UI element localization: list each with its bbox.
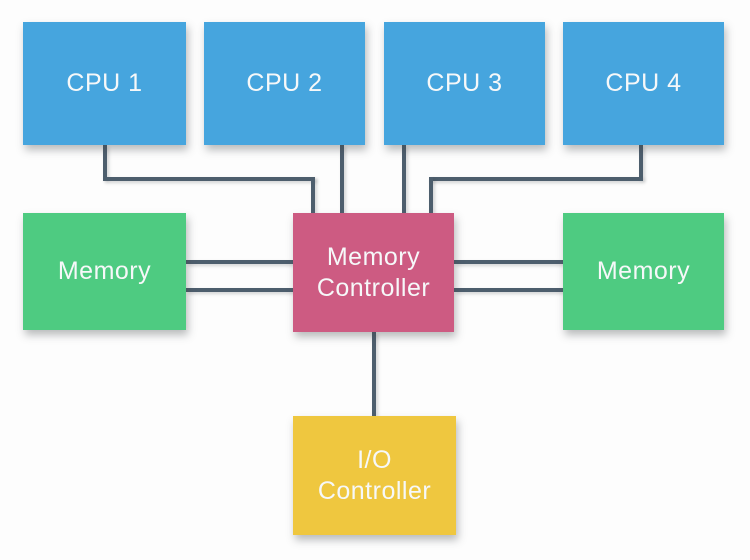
node-memory-right: Memory [563,213,724,330]
node-cpu2: CPU 2 [204,22,365,145]
node-memory-left-label: Memory [57,257,152,285]
edge-memory-right-channel-1 [454,260,563,264]
edge-cpu1-memory-controller-segment [103,145,107,179]
node-cpu1-label: CPU 1 [66,69,143,97]
node-io-controller-label: I/O Controller [317,445,432,505]
node-memory-left: Memory [23,213,186,330]
node-memory-right-label: Memory [596,257,691,285]
edge-memory-left-channel-2 [186,288,293,292]
edge-cpu1-memory-controller-segment [103,177,315,181]
edge-cpu4-memory-controller-segment [429,177,643,181]
node-cpu3: CPU 3 [384,22,545,145]
node-cpu1: CPU 1 [23,22,186,145]
edge-memory-controller-io-controller [372,332,376,416]
node-cpu4: CPU 4 [563,22,724,145]
node-cpu4-label: CPU 4 [605,69,682,97]
edge-cpu2-memory-controller-segment [340,145,344,213]
node-memory-controller: Memory Controller [293,213,454,332]
edge-cpu4-memory-controller-segment [429,177,433,213]
node-cpu3-label: CPU 3 [426,69,503,97]
edge-memory-right-channel-2 [454,288,563,292]
edge-cpu3-memory-controller-segment [402,145,406,213]
edge-cpu1-memory-controller-segment [311,177,315,213]
node-memory-controller-label: Memory Controller [316,242,431,302]
edge-memory-left-channel-1 [186,260,293,264]
node-cpu2-label: CPU 2 [246,69,323,97]
edge-cpu4-memory-controller-segment [639,145,643,179]
node-io-controller: I/O Controller [293,416,456,535]
